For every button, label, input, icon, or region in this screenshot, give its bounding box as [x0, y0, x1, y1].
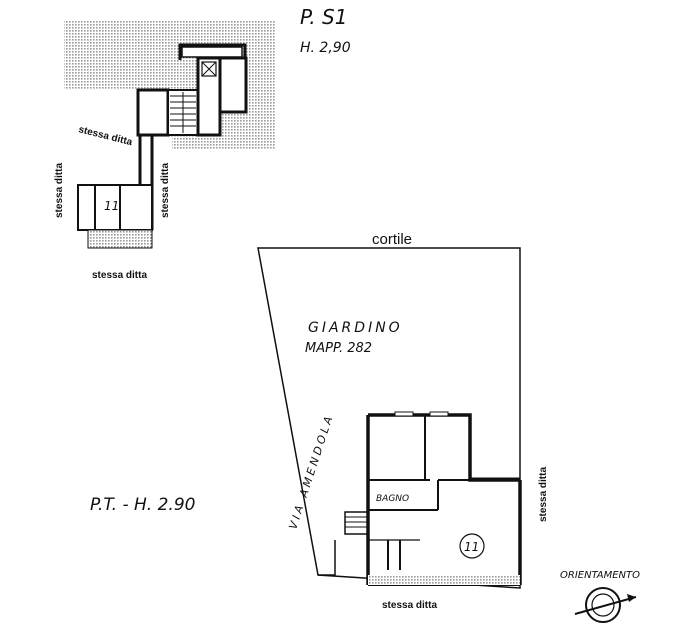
upper-room-left — [136, 88, 170, 137]
ground-level-plan — [257, 247, 522, 589]
upper-cellar-unit — [77, 184, 153, 231]
upper-title: P. S1 — [300, 5, 347, 29]
ground-neighbor-right: stessa ditta — [538, 467, 549, 522]
ground-lot-boundary — [257, 247, 521, 589]
upper-neighbor-bottom: stessa ditta — [92, 270, 147, 281]
ground-bathroom-label: BAGNO — [376, 494, 409, 504]
ground-apartment-walls — [368, 413, 520, 482]
north-arrow-icon — [574, 587, 637, 623]
upper-unit-number: 11 — [104, 199, 119, 213]
ground-unit-circle — [459, 533, 485, 559]
upper-neighbor-left: stessa ditta — [54, 163, 65, 218]
upper-height: H. 2,90 — [300, 40, 351, 56]
upper-neighbor-right: stessa ditta — [160, 163, 171, 218]
upper-room-right — [218, 56, 248, 114]
ground-courtyard-label: cortile — [372, 231, 412, 248]
upper-stair-block — [178, 43, 247, 60]
ground-parcel-label: MAPP. 282 — [305, 341, 372, 356]
ground-entrance-steps — [344, 511, 368, 535]
ground-neighbor-bottom: stessa ditta — [382, 600, 437, 611]
ground-unit-number: 11 — [464, 540, 479, 554]
ground-title: P.T. - H. 2.90 — [90, 495, 195, 515]
orientation-label: ORIENTAMENTO — [560, 570, 640, 581]
upper-level-plan — [64, 20, 275, 249]
ground-garden-label: GIARDINO — [308, 320, 403, 336]
ground-street-label: VIA AMENDOLA — [286, 412, 336, 531]
upper-neighbor-top: stessa ditta — [77, 124, 133, 148]
